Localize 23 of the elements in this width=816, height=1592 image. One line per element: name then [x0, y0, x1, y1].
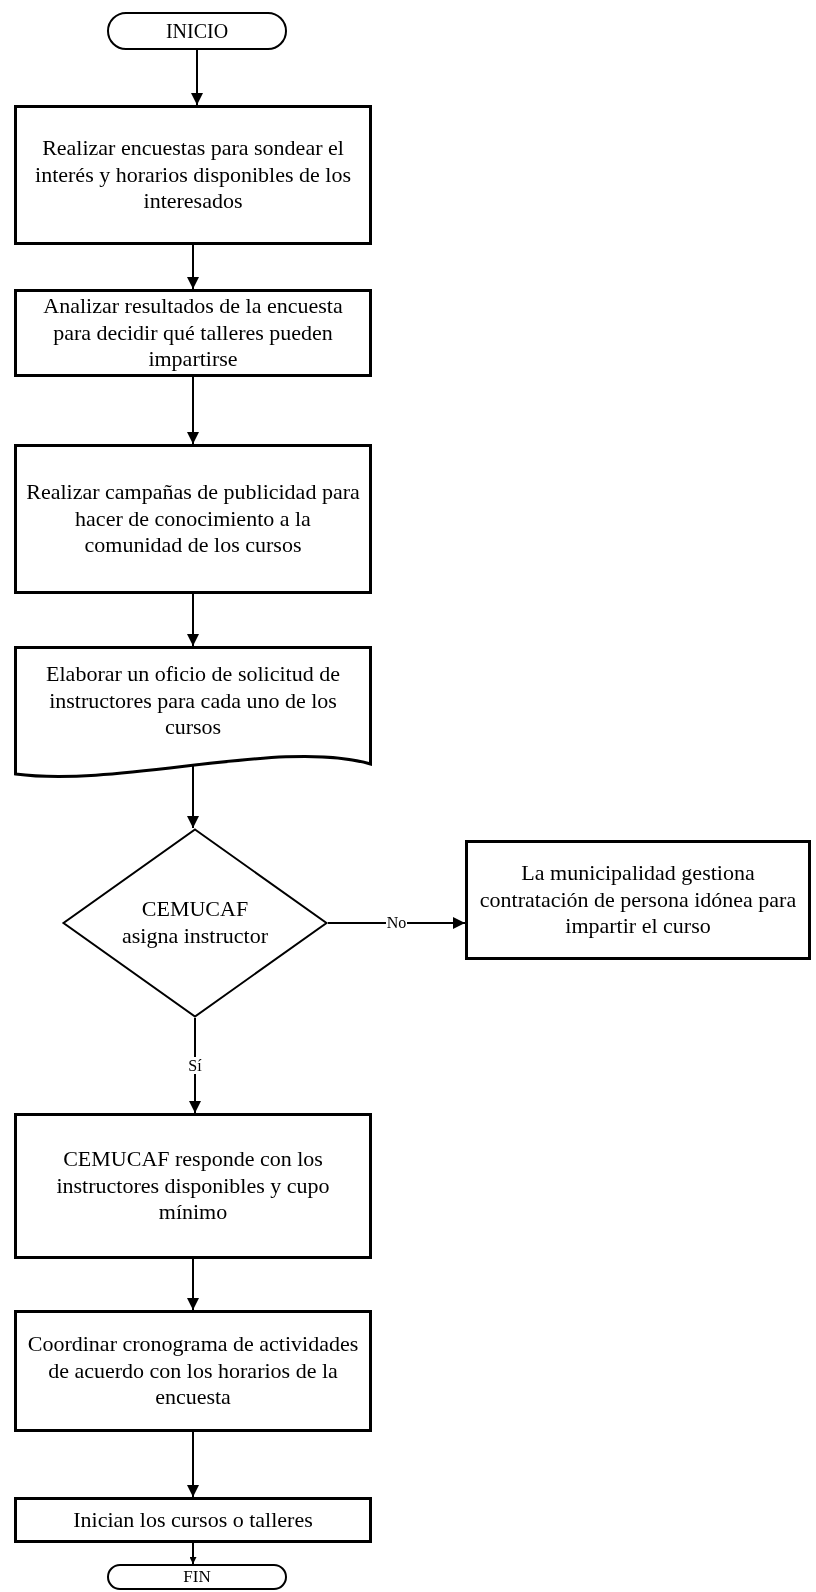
- edge-label: Sí: [187, 1056, 203, 1075]
- document-shape: [14, 646, 372, 778]
- process-box: [465, 840, 811, 960]
- node-text: Coordinar cronograma de actividades de acuerdo con los horarios de la encuesta: [26, 1330, 360, 1412]
- process-box: [14, 444, 372, 594]
- terminal-shape: [107, 12, 287, 50]
- decision-diamond: [62, 828, 328, 1018]
- process-box: [14, 1113, 372, 1259]
- process-box: [14, 1497, 372, 1543]
- node-text: Realizar encuestas para sondear el interés y horarios disponibles de los interesados: [34, 134, 352, 216]
- process-box: [14, 105, 372, 245]
- node-text: CEMUCAF responde con los instructores disponibles y cupo mínimo: [55, 1145, 331, 1227]
- node-text: Elaborar un oficio de solicitud de instructores para cada uno de los cursos: [45, 660, 341, 742]
- terminal-shape: [107, 1564, 287, 1590]
- process-box: [14, 289, 372, 377]
- node-text: FIN: [183, 1566, 211, 1588]
- node-text: Analizar resultados de la encuesta para decidir qué talleres pueden impartirse: [42, 292, 344, 374]
- node-text: La municipalidad gestiona contratación de persona idónea para impartir el curso: [478, 859, 798, 941]
- process-box: [14, 1310, 372, 1432]
- node-text: CEMUCAF asigna instructor: [121, 896, 269, 950]
- node-text: Realizar campañas de publicidad para hacer de conocimiento a la comunidad de los cursos: [25, 478, 361, 560]
- node-text: INICIO: [165, 18, 229, 44]
- node-text: Inician los cursos o talleres: [73, 1506, 313, 1534]
